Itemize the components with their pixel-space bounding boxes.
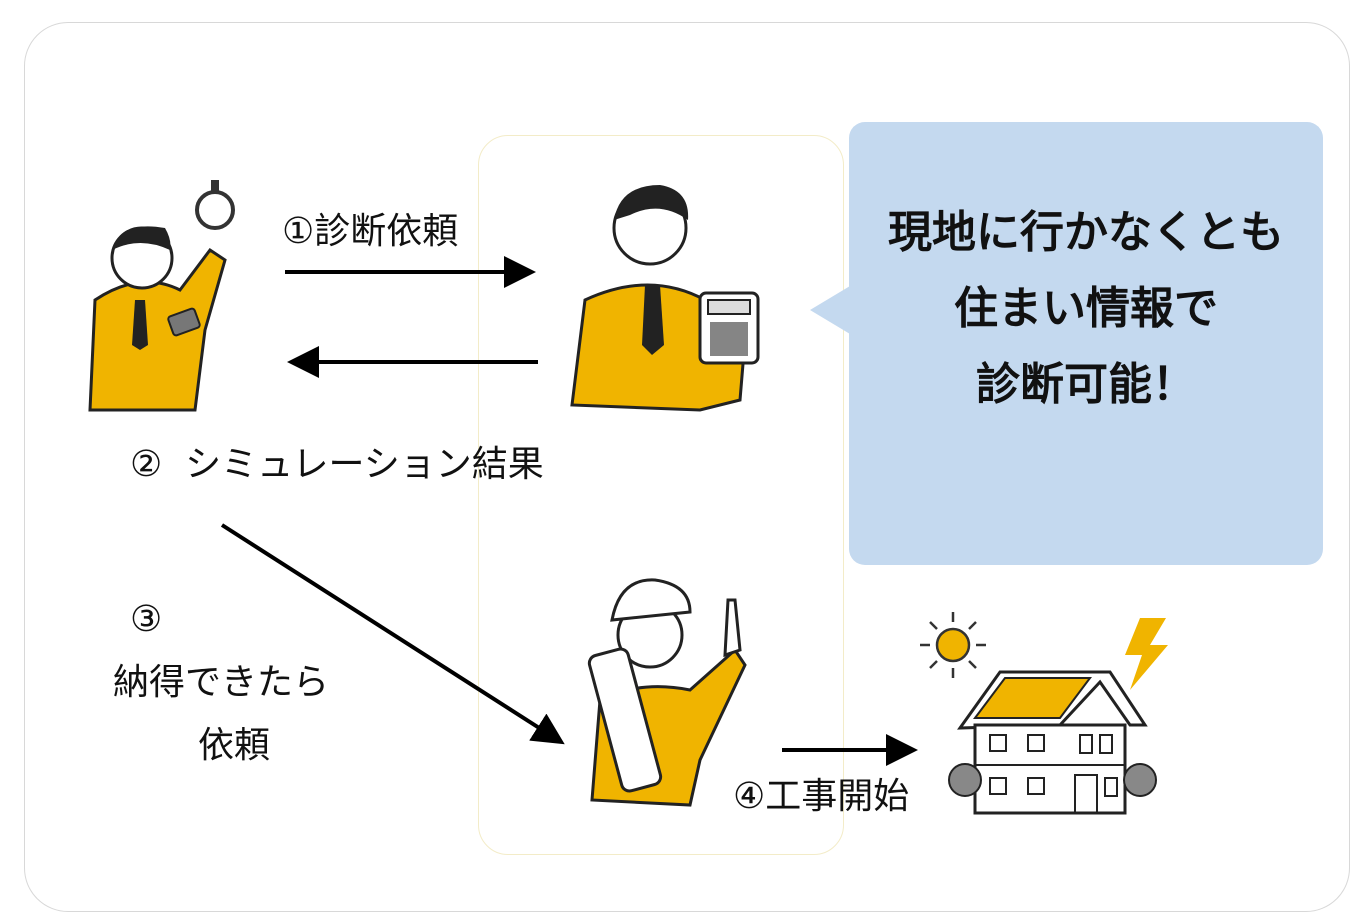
step2-label: ② シミュレーション結果 [130,444,544,485]
callout-line-2: 住まい情報で [954,282,1218,334]
step3-number: ③ [130,599,163,640]
step1-label: ①診断依頼 [282,211,459,252]
arrow-order [220,523,565,745]
step3-line2: 依頼 [198,725,271,766]
solar-house-icon [920,612,1168,815]
lightning-icon [1125,618,1168,690]
callout-line-3: 診断可能！ [976,358,1196,410]
customer-on-train-icon [88,180,235,412]
diagram-frame [24,22,1350,912]
step3-line1: 納得できたら [113,662,330,703]
step4-label: ④工事開始 [733,776,910,817]
callout-box: 現地に行かなくとも 住まい情報で 診断可能！ [849,122,1323,565]
consultant-with-calculator-icon [570,185,760,412]
callout-pointer [810,286,850,334]
construction-worker-icon [587,578,747,807]
company-panel [478,135,844,855]
sun-icon [920,612,986,678]
callout-line-1: 現地に行かなくとも [888,206,1284,258]
